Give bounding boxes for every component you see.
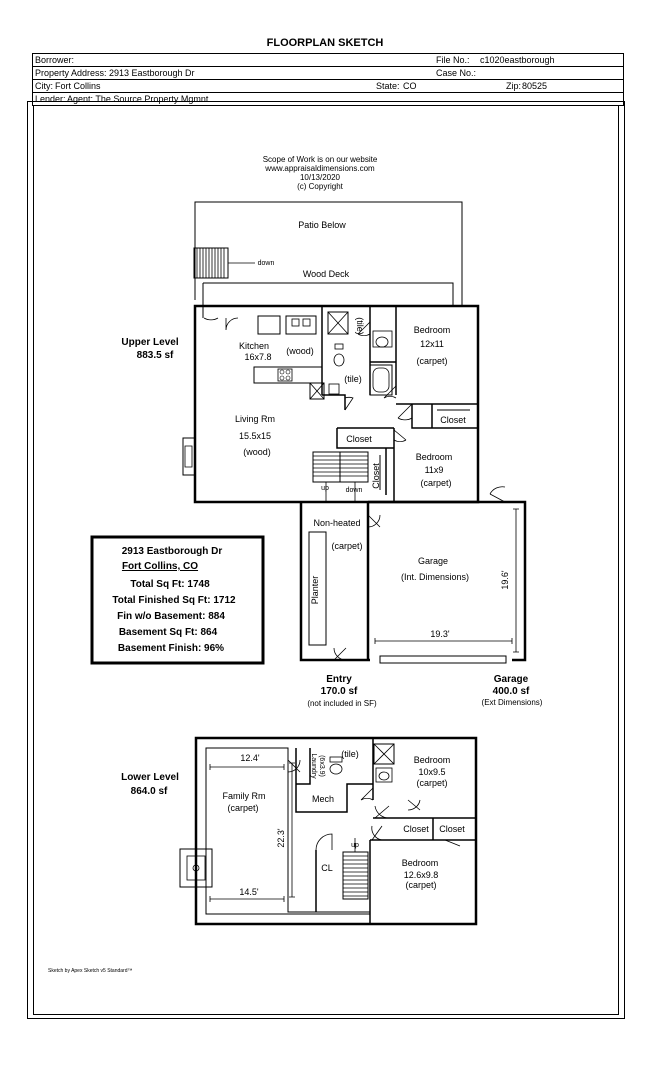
garage-note: (Ext Dimensions) <box>482 698 543 707</box>
file-label: File No.: <box>436 55 470 65</box>
address-label: Property Address: <box>35 68 107 78</box>
laundry-dim: (6x3.9) <box>318 755 325 777</box>
upper-level-plan <box>182 201 506 504</box>
lower-stairs-up: up <box>351 842 359 849</box>
lower-level-area: 864.0 sf <box>131 786 168 797</box>
patio-label: Patio Below <box>298 220 346 230</box>
bedroom2-dim: 11x9 <box>425 465 444 475</box>
kitchen-floor: (wood) <box>286 346 314 356</box>
lower-dim-side: 22.3' <box>276 828 286 848</box>
date-note: 10/13/2020 <box>300 173 341 182</box>
family-floor: (carpet) <box>227 803 258 813</box>
borrower-label: Borrower: <box>35 55 75 65</box>
lower-closet-1: Closet <box>403 824 429 834</box>
address-value: 2913 Eastborough Dr <box>109 68 195 78</box>
summary-address: 2913 Eastborough Dr <box>122 546 223 557</box>
lower-dim-bottom: 14.5' <box>239 887 259 897</box>
bath-tile-2: (tile) <box>344 374 362 384</box>
living-floor: (wood) <box>243 447 271 457</box>
header-row-city: City: Fort Collins State: CO Zip: 80525 <box>33 80 623 93</box>
header-row-lender: Lender: Agent: The Source Property Mgmnt <box>33 93 623 105</box>
entry-label: Entry <box>326 674 352 685</box>
lender-value: Agent: The Source Property Mgmnt <box>67 94 209 104</box>
garage-height-dim: 19.6' <box>500 570 510 590</box>
lower-bedroom1-label: Bedroom <box>414 755 451 765</box>
city-value: Fort Collins <box>55 81 101 91</box>
entry-area: 170.0 sf <box>321 686 358 697</box>
lender-label: Lender: <box>35 94 66 104</box>
lower-cl-label: CL <box>321 863 333 873</box>
inner-frame <box>33 105 619 1015</box>
lower-bedroom1-floor: (carpet) <box>416 778 447 788</box>
lower-level-label: Lower Level <box>121 772 179 783</box>
upper-level-area: 883.5 sf <box>137 350 174 361</box>
file-value: c1020eastborough <box>480 55 555 65</box>
garage-area: 400.0 sf <box>493 686 530 697</box>
lower-dim-top: 12.4' <box>240 753 260 763</box>
upper-closet-1: Closet <box>440 415 466 425</box>
garage-label: Garage <box>494 674 529 685</box>
garage-width-dim: 19.3' <box>430 629 450 639</box>
summary-basement-finish: Basement Finish: 96% <box>118 643 224 654</box>
deck-down-label: down <box>258 260 275 267</box>
family-label: Family Rm <box>223 791 266 801</box>
bedroom1-floor: (carpet) <box>416 356 447 366</box>
lower-bedroom2-dim: 12.6x9.8 <box>404 870 439 880</box>
entry-floor: (carpet) <box>331 541 362 551</box>
summary-city: Fort Collins, CO <box>122 561 198 572</box>
entry-note: (not included in SF) <box>307 699 377 708</box>
garage-name: Garage <box>418 556 448 566</box>
deck-label: Wood Deck <box>303 269 350 279</box>
state-value: CO <box>403 81 417 91</box>
zip-value: 80525 <box>522 81 548 91</box>
entry-nonheated: Non-heated <box>313 518 360 528</box>
upper-closet-3: Closet <box>371 463 381 489</box>
header-row-borrower: Borrower: File No.: c1020eastborough <box>33 54 623 67</box>
summary-basement: Basement Sq Ft: 864 <box>119 627 218 638</box>
state-label: State: <box>376 81 400 91</box>
sketch-footer: Sketch by Apex Sketch v5 Standard™ <box>48 968 133 974</box>
lower-bedroom1-dim: 10x9.5 <box>418 767 445 777</box>
lower-bedroom2-floor: (carpet) <box>405 880 436 890</box>
bedroom1-label: Bedroom <box>414 325 451 335</box>
bedroom2-floor: (carpet) <box>420 478 451 488</box>
living-dim: 15.5x15 <box>239 431 271 441</box>
copyright-note: (c) Copyright <box>297 182 344 191</box>
garage-int-dim: (Int. Dimensions) <box>401 572 469 582</box>
summary-finished: Total Finished Sq Ft: 1712 <box>112 595 236 606</box>
lower-bath-tile: (tile) <box>341 749 359 759</box>
upper-level-label: Upper Level <box>121 337 178 348</box>
lower-closet-2: Closet <box>439 824 465 834</box>
entry-garage-plan <box>299 500 527 664</box>
bedroom2-label: Bedroom <box>416 452 453 462</box>
kitchen-dim: 16x7.8 <box>244 352 271 362</box>
mech-label: Mech <box>312 794 334 804</box>
scope-note: Scope of Work is on our website <box>263 155 378 164</box>
living-label: Living Rm <box>235 414 275 424</box>
summary-fin-wo-basement: Fin w/o Basement: 884 <box>117 611 225 622</box>
stairs-down-label: down <box>346 487 363 494</box>
header-row-address: Property Address: 2913 Eastborough Dr Ca… <box>33 67 623 80</box>
planter-label: Planter <box>310 576 320 605</box>
summary-box <box>90 535 265 665</box>
stairs-up-label: up <box>321 485 329 492</box>
bath-tile-1: (tile) <box>355 317 365 335</box>
website-note: www.appraisaldimensions.com <box>264 164 375 173</box>
zip-label: Zip: <box>506 81 522 91</box>
upper-closet-2: Closet <box>346 434 372 444</box>
laundry-label: Laundry <box>310 753 317 779</box>
page-title: FLOORPLAN SKETCH <box>266 37 384 49</box>
kitchen-label: Kitchen <box>239 341 269 351</box>
lower-bedroom2-label: Bedroom <box>402 858 439 868</box>
city-label: City: <box>35 81 53 91</box>
case-label: Case No.: <box>436 68 477 78</box>
outer-frame <box>27 101 625 1019</box>
bedroom1-dim: 12x11 <box>420 339 444 349</box>
lower-level-plan <box>179 736 478 926</box>
summary-total: Total Sq Ft: 1748 <box>130 579 210 590</box>
